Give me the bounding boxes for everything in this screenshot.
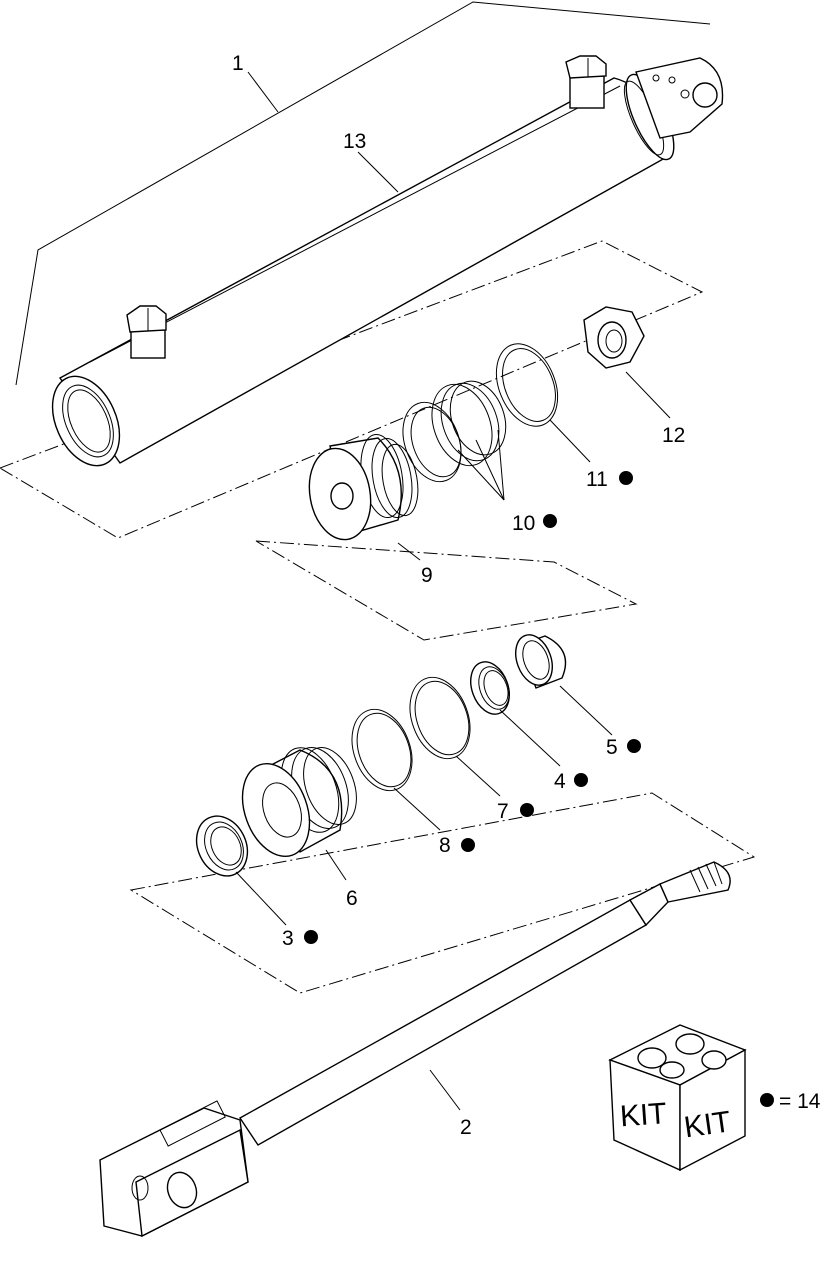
callout-7: 7 bbox=[497, 800, 509, 823]
assembly-bracket bbox=[15, 1, 711, 386]
kit-dot-icon bbox=[520, 803, 534, 817]
kit-marker-dots bbox=[304, 471, 774, 1107]
bushing bbox=[515, 634, 567, 689]
callout-8: 8 bbox=[439, 834, 451, 857]
callout-1: 1 bbox=[232, 52, 244, 75]
cylinder-barrel bbox=[51, 73, 675, 467]
kit-dot-icon bbox=[304, 930, 318, 944]
rod-seal bbox=[470, 661, 510, 715]
piston bbox=[308, 433, 419, 541]
callout-10: 10 bbox=[512, 512, 535, 535]
o-ring-large bbox=[351, 708, 413, 792]
callout-labels: 1 13 12 11 10 9 5 4 7 8 6 3 2 bbox=[232, 52, 685, 1139]
backup-ring bbox=[409, 676, 471, 760]
callout-9: 9 bbox=[421, 564, 433, 587]
callout-4: 4 bbox=[554, 770, 566, 793]
kit-dot-icon bbox=[543, 514, 557, 528]
kit-legend: = 14 bbox=[779, 1090, 821, 1113]
kit-dot-icon bbox=[627, 739, 641, 753]
kit-dot-icon bbox=[574, 773, 588, 787]
piston-seal-set bbox=[402, 380, 507, 483]
port-fitting-rear bbox=[565, 55, 607, 109]
callout-6: 6 bbox=[346, 887, 358, 910]
callout-3: 3 bbox=[282, 927, 294, 950]
kit-dot-icon bbox=[461, 838, 475, 852]
callout-12: 12 bbox=[662, 424, 685, 447]
seal-kit-box bbox=[608, 1024, 747, 1172]
callout-5: 5 bbox=[606, 736, 618, 759]
kit-label-right: KIT bbox=[682, 1105, 733, 1144]
leader-lines bbox=[235, 71, 671, 1111]
callout-13: 13 bbox=[343, 130, 366, 153]
kit-dot-icon bbox=[619, 471, 633, 485]
callout-2: 2 bbox=[460, 1116, 472, 1139]
callout-11: 11 bbox=[586, 468, 608, 491]
wear-ring bbox=[495, 343, 559, 427]
kit-dot-icon bbox=[760, 1093, 774, 1107]
port-fitting-front bbox=[126, 305, 167, 359]
lock-nut bbox=[583, 306, 645, 369]
kit-label-left: KIT bbox=[619, 1097, 668, 1133]
piston-rod bbox=[99, 861, 731, 1238]
assembly-boundary-frames bbox=[0, 240, 756, 994]
scraper-seal bbox=[195, 815, 249, 877]
barrel-clevis bbox=[635, 57, 724, 139]
rod-guide-head bbox=[241, 747, 357, 858]
